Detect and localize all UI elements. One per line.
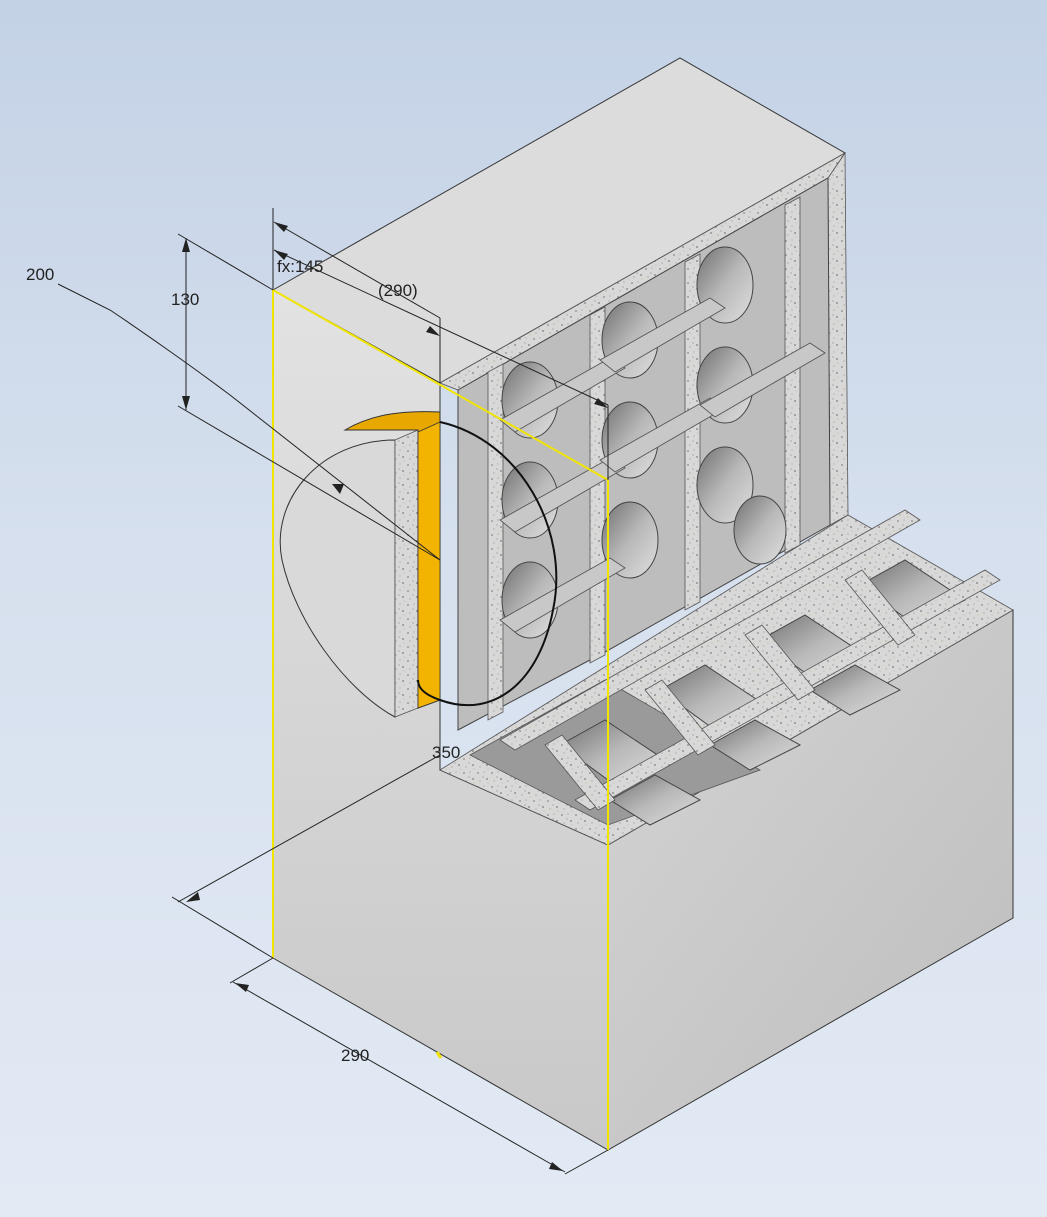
dimension-labels: 200 130 fx:145 (290) 350 290 [26,257,460,1065]
dim-130-label[interactable]: 130 [171,290,199,309]
dimension-lines [57,208,609,1175]
sketch-ellipse[interactable] [417,421,558,706]
dim-290-label[interactable]: 290 [341,1046,369,1065]
cylinder-cut[interactable] [279,411,441,718]
highlight-edges[interactable] [272,289,609,1150]
dim-200-label[interactable]: 200 [26,265,54,284]
dim-350-label[interactable]: 350 [432,743,460,762]
cylinder-face[interactable] [279,439,396,718]
section-cavity [457,177,831,731]
dim-fx145-label[interactable]: fx:145 [277,257,323,276]
cylinder-rim [394,429,419,718]
dim-290-ref-label[interactable]: (290) [378,281,418,300]
lower-cells [469,509,1001,826]
upper-right-rim [827,151,849,526]
